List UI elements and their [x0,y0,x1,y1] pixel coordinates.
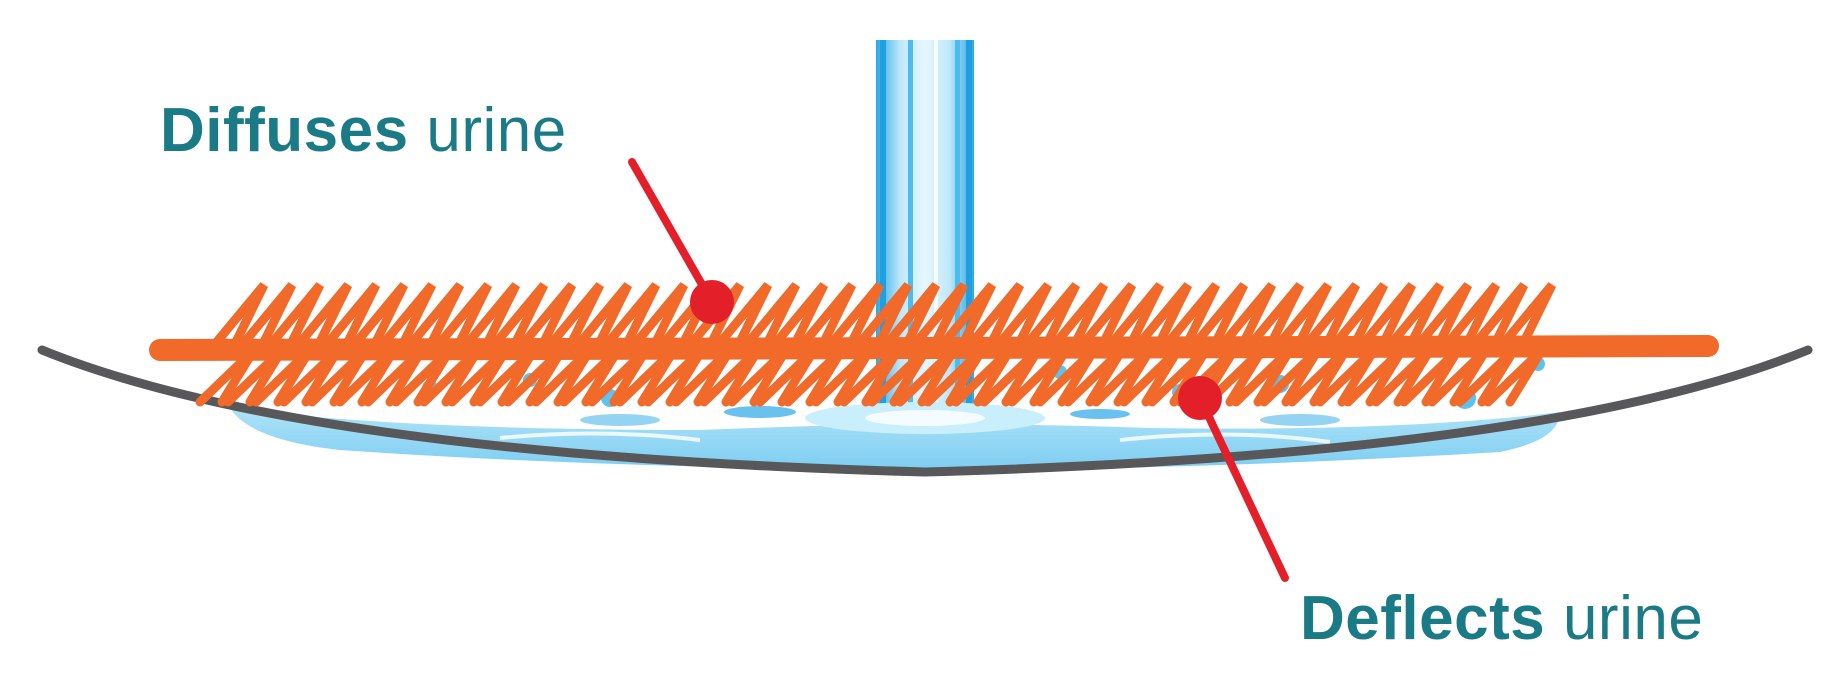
bristle-upper [205,282,269,355]
bristle-upper [1101,282,1165,355]
bristle-upper [625,282,689,355]
label-diffuses-light: urine [426,96,567,165]
bristle-upper [1381,282,1445,355]
bristle-upper [1409,282,1473,355]
red-dot-pointer-icon [1178,376,1222,420]
bristle-upper [793,282,857,355]
screen-bar [149,335,1719,361]
red-dot-pointer-icon [690,280,734,324]
bristle-upper [429,282,493,355]
bristle-upper [1325,282,1389,355]
label-diffuses-strong: Diffuses [160,96,409,165]
bowl-rim [37,345,1813,477]
bristle-upper [737,282,801,355]
bristle-upper [1353,282,1417,355]
bristle-upper [989,282,1053,355]
pointer-diffuses [628,158,734,324]
bristle-upper [1073,282,1137,355]
bristle-upper [1157,282,1221,355]
bristle-upper [1241,282,1305,355]
bristle-upper [1269,282,1333,355]
bristle-upper [765,282,829,355]
bristle-upper [681,282,745,355]
bristle-upper [1213,282,1277,355]
bristle-upper [289,282,353,355]
bristle-upper [1493,282,1557,355]
bristle-upper [1185,282,1249,355]
bristle-upper [485,282,549,355]
label-deflects-light: urine [1562,584,1704,653]
bristle-upper [1129,282,1193,355]
bristle-upper [1045,282,1109,355]
bristle-upper [849,282,913,355]
bristle-upper [541,282,605,355]
bristle-upper [597,282,661,355]
bristle-upper [401,282,465,355]
bristle-upper [1297,282,1361,355]
bristle-upper [345,282,409,355]
bristle-upper [709,282,773,355]
label-deflects-strong: Deflects [1300,584,1546,653]
bristle-upper [261,282,325,355]
bristle-upper [569,282,633,355]
bristle-upper [933,282,997,355]
bristle-upper [1465,282,1529,355]
bristle-upper [905,282,969,355]
label-diffuses-urine: Diffuses urine [160,100,567,162]
bristle-upper [821,282,885,355]
bristle-upper [457,282,521,355]
bristle-upper [233,282,297,355]
label-deflects-urine: Deflects urine [1300,588,1703,650]
bristle-upper [317,282,381,355]
bristle-upper [961,282,1025,355]
bristle-upper [513,282,577,355]
bristle-upper [373,282,437,355]
pointer-deflects [1178,376,1289,582]
bristle-upper [877,282,941,355]
bristle-upper [1017,282,1081,355]
bristle-upper [1437,282,1501,355]
